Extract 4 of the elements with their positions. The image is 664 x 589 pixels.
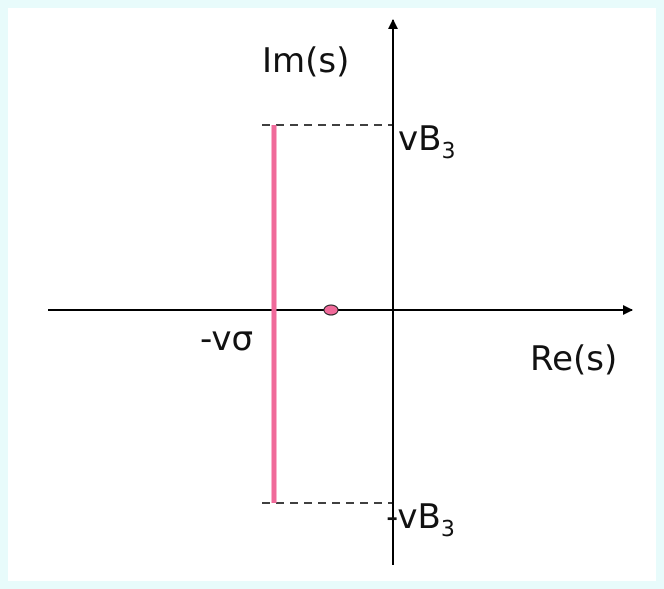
tick-label: -vσ (200, 322, 254, 356)
tick-label: vB$_{3}$ (398, 122, 456, 163)
axis-label: Im(s) (262, 44, 350, 78)
axis-label: Re(s) (530, 342, 618, 376)
